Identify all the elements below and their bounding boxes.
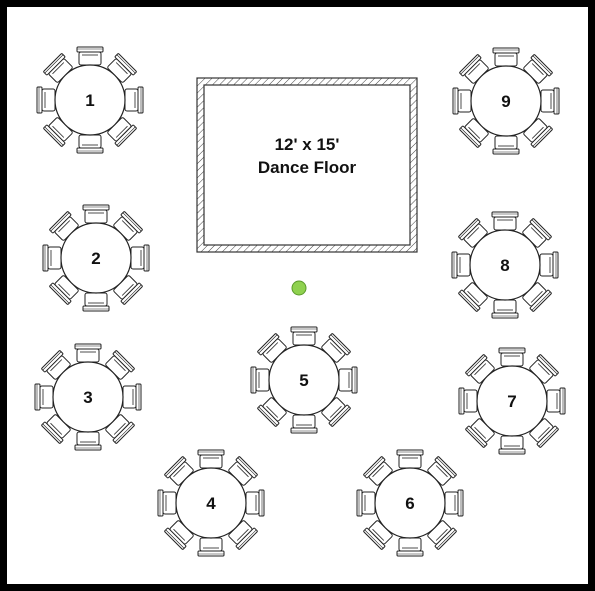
chair-icon [546, 387, 566, 415]
chair-icon [74, 431, 102, 451]
chair-icon [427, 520, 457, 550]
table-6: 6 [356, 449, 464, 557]
table-number-label: 1 [85, 91, 94, 110]
chair-icon [451, 251, 471, 279]
chair-icon [529, 418, 559, 448]
table-top [54, 64, 126, 136]
chair-icon [197, 449, 225, 469]
table-3: 3 [34, 343, 142, 451]
chair-icon [74, 343, 102, 363]
chair-icon [498, 347, 526, 367]
chair-icon [458, 218, 488, 248]
table-8: 8 [451, 211, 559, 319]
chair-icon [321, 333, 351, 363]
chair-icon [491, 299, 519, 319]
table-top [374, 467, 446, 539]
chair-icon [444, 489, 464, 517]
chair-icon [396, 449, 424, 469]
chair-icon [257, 333, 287, 363]
table-number-label: 2 [91, 249, 100, 268]
chair-icon [458, 387, 478, 415]
chair-icon [76, 46, 104, 66]
table-number-label: 8 [500, 256, 509, 275]
chair-icon [130, 244, 150, 272]
table-4: 4 [157, 449, 265, 557]
chair-icon [290, 326, 318, 346]
chair-icon [76, 134, 104, 154]
table-top [268, 344, 340, 416]
chair-icon [228, 456, 258, 486]
table-number-label: 3 [83, 388, 92, 407]
chair-icon [245, 489, 265, 517]
chair-icon [492, 135, 520, 155]
dance-floor: 12' x 15' Dance Floor [196, 77, 418, 253]
chair-icon [105, 414, 135, 444]
chair-icon [321, 397, 351, 427]
tables-layer: 1 2 3 4 5 6 7 8 9 [34, 46, 566, 557]
chair-icon [540, 87, 560, 115]
chair-icon [41, 414, 71, 444]
chair-icon [492, 47, 520, 67]
chair-icon [491, 211, 519, 231]
table-number-label: 7 [507, 392, 516, 411]
chair-icon [113, 211, 143, 241]
chair-icon [290, 414, 318, 434]
chair-icon [42, 244, 62, 272]
table-2: 2 [42, 204, 150, 312]
table-top [469, 229, 541, 301]
chair-icon [43, 53, 73, 83]
dance-floor-size-label: 12' x 15' [275, 135, 340, 154]
table-number-label: 9 [501, 92, 510, 111]
table-7: 7 [458, 347, 566, 455]
chair-icon [113, 275, 143, 305]
table-number-label: 4 [206, 494, 216, 513]
chair-icon [82, 204, 110, 224]
chair-icon [34, 383, 54, 411]
table-top [175, 467, 247, 539]
table-9: 9 [452, 47, 560, 155]
chair-icon [427, 456, 457, 486]
dance-floor-surface [203, 84, 411, 246]
chair-icon [164, 520, 194, 550]
chair-icon [458, 282, 488, 312]
table-top [470, 65, 542, 137]
table-5: 5 [250, 326, 358, 434]
table-top [476, 365, 548, 437]
chair-icon [363, 456, 393, 486]
chair-icon [124, 86, 144, 114]
chair-icon [257, 397, 287, 427]
chair-icon [43, 117, 73, 147]
chair-icon [363, 520, 393, 550]
table-top [60, 222, 132, 294]
chair-icon [498, 435, 526, 455]
chair-icon [82, 292, 110, 312]
chair-icon [539, 251, 559, 279]
chair-icon [197, 537, 225, 557]
chair-icon [250, 366, 270, 394]
chair-icon [122, 383, 142, 411]
chair-icon [228, 520, 258, 550]
table-number-label: 5 [299, 371, 308, 390]
table-top [52, 361, 124, 433]
chair-icon [41, 350, 71, 380]
chair-icon [523, 54, 553, 84]
chair-icon [396, 537, 424, 557]
chair-icon [338, 366, 358, 394]
chair-icon [356, 489, 376, 517]
location-marker [291, 280, 307, 296]
table-1: 1 [36, 46, 144, 154]
chair-icon [452, 87, 472, 115]
chair-icon [36, 86, 56, 114]
chair-icon [459, 54, 489, 84]
dance-floor-name-label: Dance Floor [258, 158, 357, 177]
chair-icon [49, 275, 79, 305]
table-number-label: 6 [405, 494, 414, 513]
chair-icon [465, 418, 495, 448]
chair-icon [157, 489, 177, 517]
